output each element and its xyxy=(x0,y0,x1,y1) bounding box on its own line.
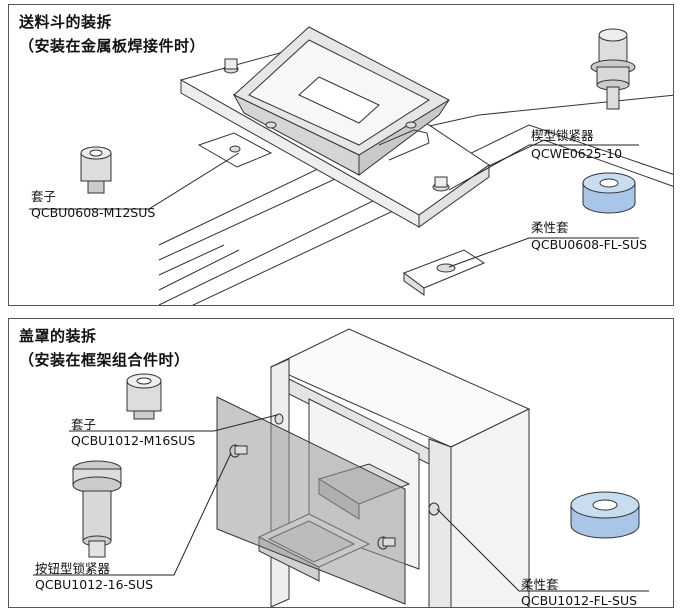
leader-flexible-sleeve xyxy=(448,237,639,268)
cover-illustration xyxy=(33,328,649,607)
flexible-sleeve-code-2: QCBU1012-FL-SUS xyxy=(521,593,638,608)
hopper-removal-panel: 送料斗的装拆 （安装在金属板焊接件时） 套子 QCBU0608-M12SUS 楔… xyxy=(8,4,674,306)
sleeve-part-icon-2 xyxy=(126,373,162,420)
conveyor-rail-upper xyxy=(158,124,673,305)
sleeve-code: QCBU0608-M12SUS xyxy=(31,205,156,220)
flexible-sleeve-name: 柔性套 xyxy=(531,220,569,235)
conveyor-rail-lower xyxy=(192,139,673,305)
flexible-sleeve-code: QCBU0608-FL-SUS xyxy=(531,237,648,252)
hopper-handle xyxy=(378,129,430,161)
leader-wedge-lock xyxy=(448,144,639,191)
section-title: 盖罩的装拆 xyxy=(19,327,97,345)
flexible-sleeve-name-2: 柔性套 xyxy=(521,577,559,592)
page-subtitle: （安装在金属板焊接件时） xyxy=(19,37,206,55)
conveyor-rail-base xyxy=(158,94,673,246)
flexible-sleeve-part-icon xyxy=(582,172,636,214)
sleeve-part-icon xyxy=(80,146,112,194)
wedge-lock-part-icon xyxy=(590,28,636,110)
section-subtitle: （安装在框架组合件时） xyxy=(19,351,190,369)
sleeve-code-2: QCBU1012-M16SUS xyxy=(71,433,196,448)
leader-sleeve xyxy=(29,152,240,210)
cover-panel xyxy=(216,396,406,605)
sleeve-name-2: 套子 xyxy=(71,417,97,432)
wedge-lock-code: QCWE0625-10 xyxy=(531,146,623,161)
frame-post-right xyxy=(428,438,452,607)
leader-button-lock xyxy=(33,452,232,576)
flexible-sleeve-part-icon-2 xyxy=(570,491,640,539)
button-lock-part-icon xyxy=(72,460,122,558)
button-lock-name: 按钮型锁紧器 xyxy=(35,561,111,576)
wedge-lock-name: 楔型锁紧器 xyxy=(531,128,594,143)
sleeve-name: 套子 xyxy=(31,189,57,204)
leader-sleeve-2 xyxy=(69,414,278,432)
button-lock-code: QCBU1012-16-SUS xyxy=(35,577,154,592)
leader-flexible-sleeve-2 xyxy=(436,508,649,592)
page-title: 送料斗的装拆 xyxy=(19,13,113,31)
hopper-illustration xyxy=(29,26,673,305)
cover-removal-panel: 盖罩的装拆 （安装在框架组合件时） 套子 QCBU1012-M16SUS 按钮型… xyxy=(8,318,674,608)
